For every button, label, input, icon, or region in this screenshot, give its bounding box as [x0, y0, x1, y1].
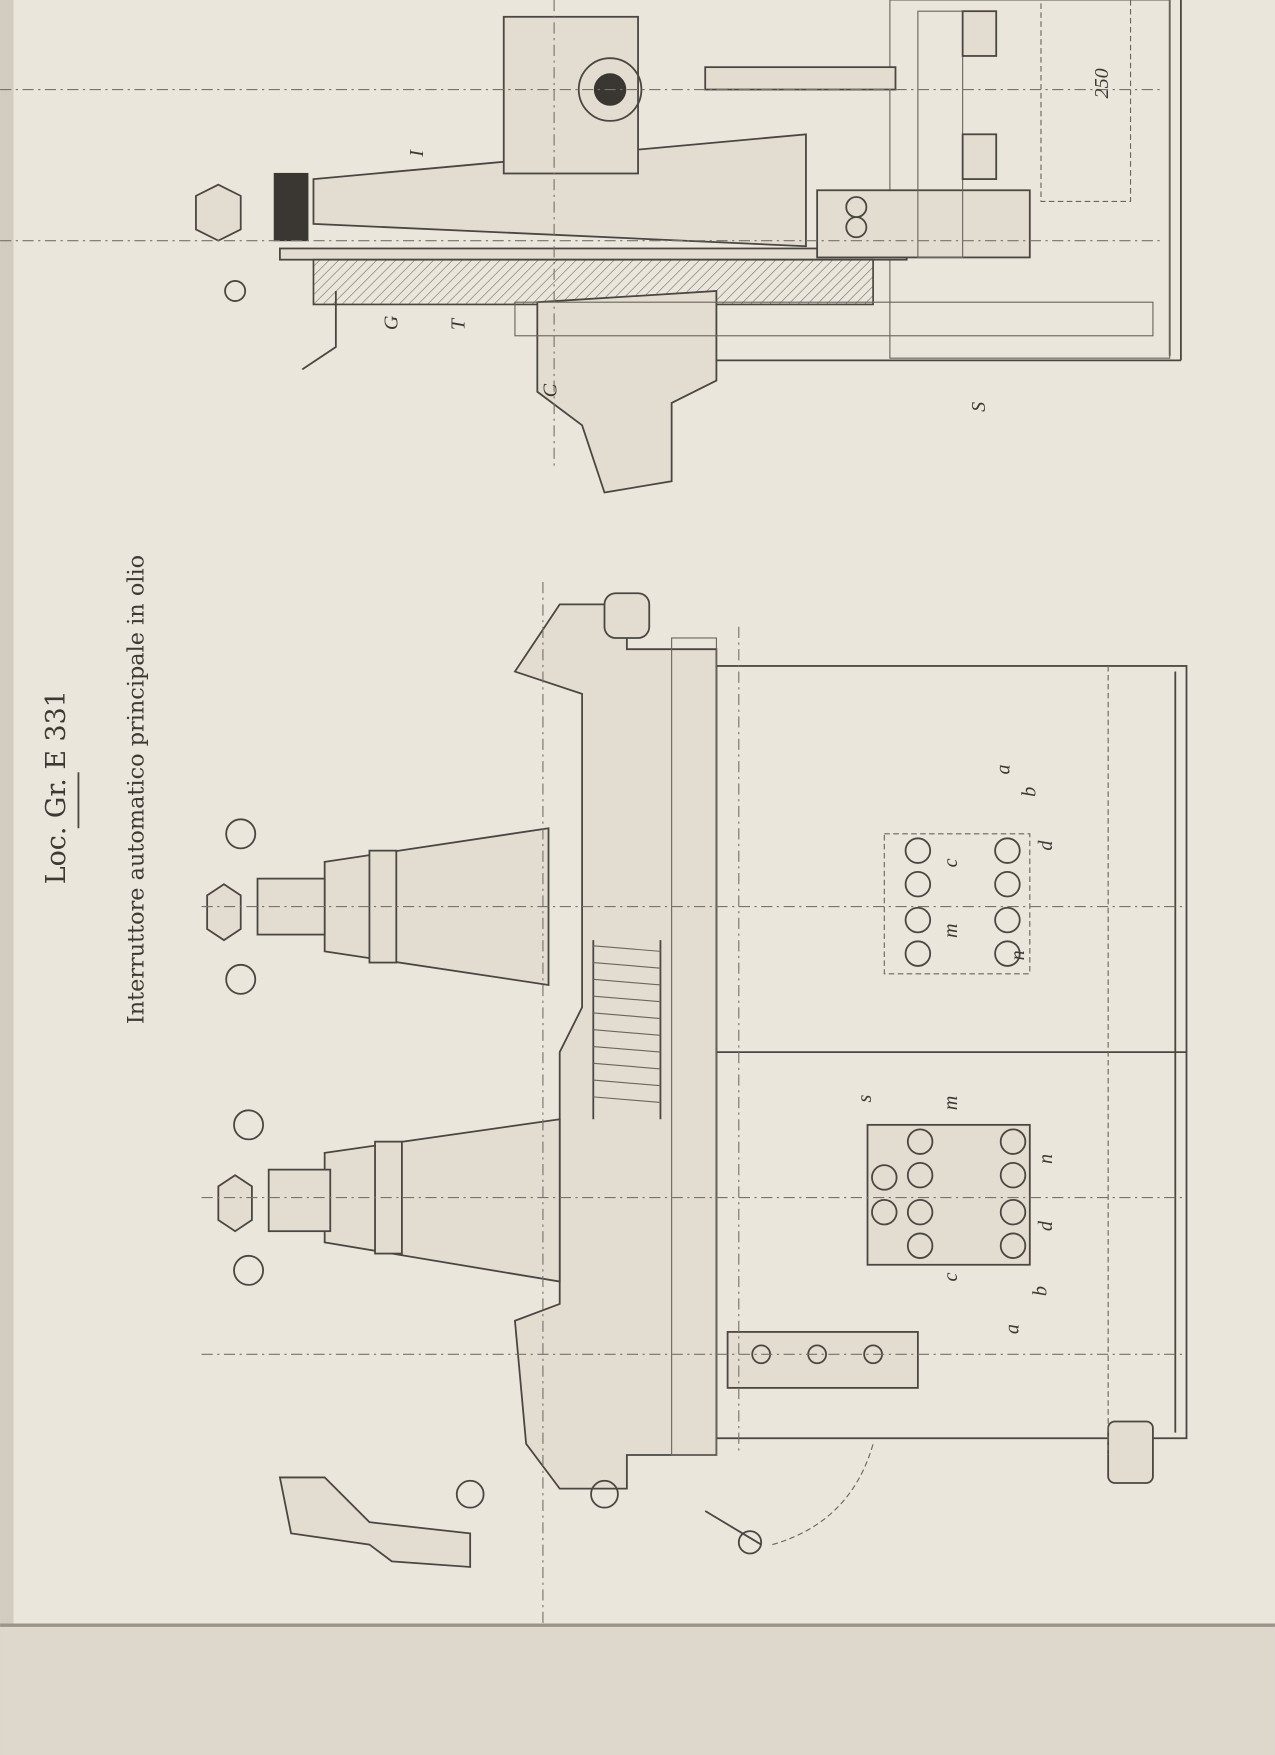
operating-handle [278, 1476, 472, 1568]
label-G: G [380, 315, 402, 330]
label-T: T [448, 317, 470, 330]
page-title: Loc. Gr. E 331 [41, 690, 72, 884]
label-n: n [1007, 950, 1029, 960]
page-left-shadow [0, 0, 14, 1755]
side-section-view [0, 0, 1182, 494]
label-c-2: c [940, 1273, 962, 1282]
label-b-2: b [1030, 1286, 1052, 1296]
label-a-2: a [1002, 1324, 1024, 1334]
next-page-strip [0, 1625, 1275, 1755]
label-S: S [968, 402, 990, 412]
front-view [201, 582, 1188, 1623]
dimension-250: 250 [1091, 68, 1113, 98]
label-m-2: m [940, 1096, 962, 1111]
label-m: m [940, 923, 962, 938]
label-a: a [993, 764, 1015, 774]
label-d: d [1035, 840, 1057, 851]
insulator-right [323, 1118, 561, 1283]
page-subtitle: Interruttore automatico principale in ol… [123, 555, 149, 1024]
label-b: b [1018, 787, 1040, 797]
clamp-C [536, 290, 718, 494]
label-I: I [406, 149, 428, 158]
insulator-I [312, 133, 807, 248]
base-frame [513, 603, 718, 1490]
label-n-2: n [1035, 1154, 1057, 1164]
label-C: C [539, 383, 561, 397]
label-d-2: d [1035, 1220, 1057, 1231]
label-c: c [940, 858, 962, 867]
label-s: s [854, 1094, 876, 1102]
